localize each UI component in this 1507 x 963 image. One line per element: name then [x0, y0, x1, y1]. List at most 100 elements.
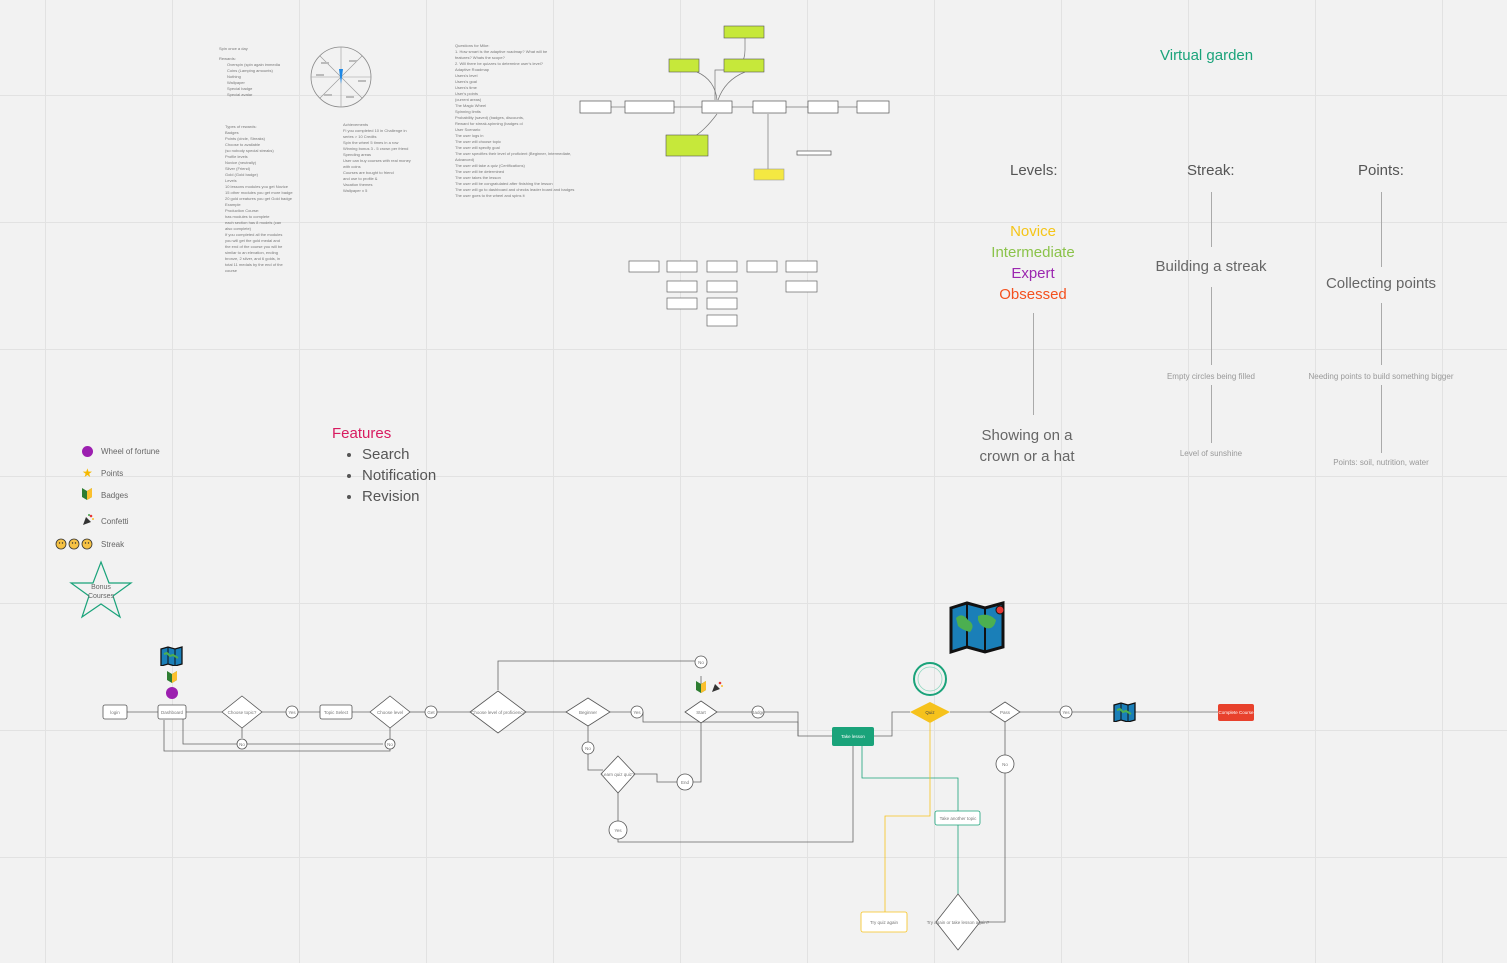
- note-line: the end of the course you will be: [225, 244, 283, 249]
- note-line: Advanced): [455, 157, 475, 162]
- flow-no: No: [1002, 762, 1008, 767]
- points-connector-1: [1381, 192, 1382, 267]
- flow-login: login: [110, 710, 120, 715]
- note-line: Wallpaper: [227, 80, 245, 85]
- note-line: also complete): [225, 226, 252, 231]
- flow-no: No: [698, 660, 704, 665]
- bonus-courses-star[interactable]: Bonus Courses: [68, 560, 134, 620]
- note-line: The user goes to the wheel and spins it: [455, 193, 525, 198]
- map-icon: [1113, 702, 1136, 722]
- legend-label: Points: [101, 468, 124, 478]
- note-line: Silver (Friend): [225, 166, 251, 171]
- legend-confetti: Confetti: [82, 514, 129, 528]
- note-line: Nothing: [227, 74, 241, 79]
- note-line: The user will specify goal: [455, 145, 500, 150]
- note-line: Novice (neutrally): [225, 160, 257, 165]
- note-line: Reward for streak-spinning (badges ol: [455, 121, 523, 126]
- note-line: 15 other modules you get more badge: [225, 190, 293, 195]
- note-line: 1. How smart is the adaptive roadmap? Wh…: [455, 49, 548, 54]
- small-box-grid: [628, 260, 818, 327]
- flow-try-quiz-again: Try quiz again: [870, 920, 899, 925]
- note-line: Levels: [225, 178, 237, 183]
- flow-start: Start: [696, 710, 706, 715]
- note-line: User can buy courses with real money: [343, 158, 411, 163]
- flow-badge: Badge: [751, 710, 765, 715]
- flow-quiz: Quiz: [925, 710, 935, 715]
- flow-dashboard: Dashboard: [161, 710, 184, 715]
- badge-icon: [167, 671, 177, 683]
- flow-try-again: Try again or take lesson again?: [927, 920, 990, 925]
- note-line: Production Course:: [225, 208, 260, 213]
- points-connector-2: [1381, 303, 1382, 365]
- smiley-icon: [55, 538, 93, 550]
- note-line: (so nobody special streaks): [225, 148, 274, 153]
- note-line: Probability (saved) (badges, discounts,: [455, 115, 524, 120]
- levels-list: Novice Intermediate Expert Obsessed: [975, 221, 1091, 305]
- note-line: Adaptive Roadmap: [455, 67, 490, 72]
- features-list: Search Notification Revision: [332, 444, 436, 507]
- notes-column-1: Spin once a day Rewards: Overspin (spin …: [219, 46, 299, 98]
- note-line: features? Whats the scope?: [455, 55, 505, 60]
- note-line: Points (circle, Streaks): [225, 136, 266, 141]
- flow-yes: Yes: [1062, 710, 1070, 715]
- streak-connector-1: [1211, 192, 1212, 247]
- note-line: Badges: [225, 130, 239, 135]
- levels-connector: [1033, 313, 1034, 415]
- note-line: Users's level: [455, 73, 478, 78]
- note-line: Example: [225, 202, 241, 207]
- flow-take-another: Take another topic: [940, 816, 978, 821]
- purple-circle-icon: [82, 446, 93, 457]
- note-line: Courses are bought to friend: [343, 170, 394, 175]
- level-obsessed: Obsessed: [999, 286, 1067, 303]
- flow-take-lesson: Take lesson: [841, 734, 865, 739]
- flow-get: Get: [427, 710, 435, 715]
- bonus-label-1: Bonus: [91, 584, 111, 591]
- note-rewards: Rewards:: [219, 56, 236, 61]
- flow-yes: Yes: [614, 828, 622, 833]
- flow-yes: Yes: [633, 710, 641, 715]
- note-line: bronze, 2 silver, and 6 golds, in: [225, 256, 281, 261]
- main-flowchart: login Dashboard Choose topic? Yes No Top…: [102, 655, 1254, 951]
- flow-learn-quiz: Learn quiz quiz?: [601, 772, 635, 777]
- note-line: The user specifies their level of profic…: [455, 151, 572, 156]
- bonus-label-2: Courses: [88, 593, 115, 600]
- feature-item: Notification: [362, 465, 436, 486]
- flow-yes: Yes: [288, 710, 296, 715]
- level-intermediate: Intermediate: [991, 244, 1075, 261]
- note-line: (current areas): [455, 97, 482, 102]
- badge-icon: [82, 488, 93, 502]
- features-block: Features Search Notification Revision: [332, 425, 436, 507]
- legend-wheel: Wheel of fortune: [82, 446, 160, 457]
- feature-item: Revision: [362, 486, 436, 507]
- note-line: Wallpaper x 5: [343, 188, 368, 193]
- note-line: Profile levels: [225, 154, 248, 159]
- note-title: Spin once a day: [219, 46, 248, 51]
- streak-connector-3: [1211, 385, 1212, 443]
- note-line: Winning bonus 3 - 5 crown per friend: [343, 146, 409, 151]
- note-line: has modules to complete: [225, 214, 270, 219]
- note-line: Fi you completed 10 in Challenge in: [343, 128, 407, 133]
- note-line: The user will be determined: [455, 169, 505, 174]
- note-line: Spending areas: [343, 152, 372, 157]
- note-line: Spin the wheel 5 times in a row: [343, 140, 399, 145]
- level-expert: Expert: [1011, 265, 1055, 282]
- note-line: User's points: [455, 91, 478, 96]
- streak-label: Building a streak: [1155, 258, 1267, 275]
- map-icon: [160, 646, 183, 666]
- flow-choose-level: Choose level: [377, 710, 403, 715]
- wheel-sketch: [310, 46, 372, 108]
- levels-title: Levels:: [1010, 162, 1058, 179]
- streak-title: Streak:: [1187, 162, 1235, 179]
- note-line: you will get the gold medal and: [225, 238, 280, 243]
- note-line: The user will be congratulated after fin…: [455, 181, 553, 186]
- notes-column-3: Questions for Mike: 1. How smart is the …: [455, 43, 605, 199]
- legend-label: Streak: [101, 539, 125, 549]
- note-line: Vacation themes: [343, 182, 373, 187]
- streak-note-2: Level of sunshine: [1179, 449, 1243, 458]
- star-icon: ★: [82, 466, 93, 480]
- note-line: Types of rewards:: [225, 124, 257, 129]
